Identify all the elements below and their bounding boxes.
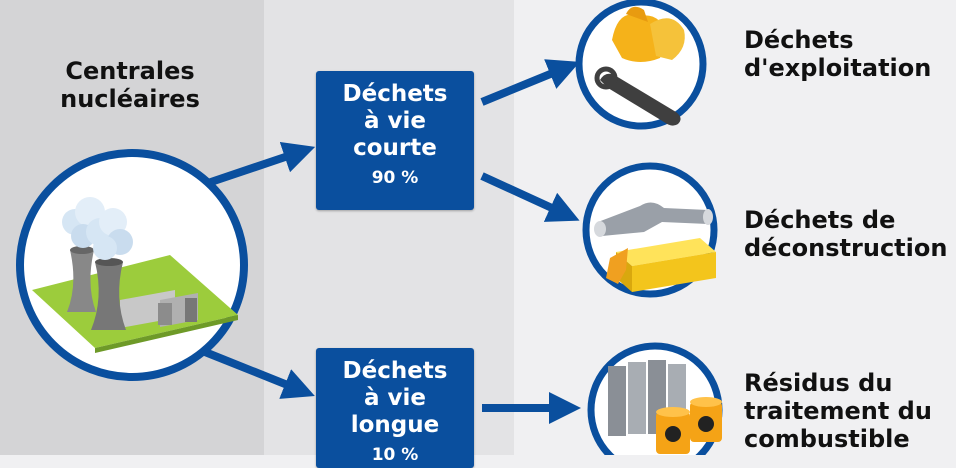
category-operation-waste: Déchets d'exploitation bbox=[744, 26, 932, 82]
category-deconstruction-waste: Déchets de déconstruction bbox=[744, 206, 948, 262]
nuclear-plant-icon bbox=[16, 149, 248, 381]
diagram-graphics bbox=[16, 0, 723, 455]
long-lived-percent: 10 % bbox=[371, 445, 419, 465]
short-lived-waste-box: Déchets à vie courte 90 % bbox=[316, 71, 474, 210]
source-title: Centrales nucléaires bbox=[60, 57, 200, 113]
category-fuel-residues: Résidus du traitement du combustible bbox=[744, 369, 932, 453]
short-lived-percent: 90 % bbox=[371, 168, 419, 188]
long-lived-waste-box: Déchets à vie longue 10 % bbox=[316, 348, 474, 468]
arrow-plant-to-short bbox=[203, 141, 316, 188]
fuel-residue-barrels-icon bbox=[587, 342, 723, 455]
flow-arrows bbox=[203, 59, 581, 424]
arrow-plant-to-long bbox=[203, 348, 315, 399]
arrow-short-to-deconstruction bbox=[480, 172, 580, 222]
gloves-wrench-icon bbox=[575, 0, 707, 130]
arrow-short-to-operation bbox=[480, 59, 580, 106]
pipe-concrete-icon bbox=[582, 162, 718, 298]
